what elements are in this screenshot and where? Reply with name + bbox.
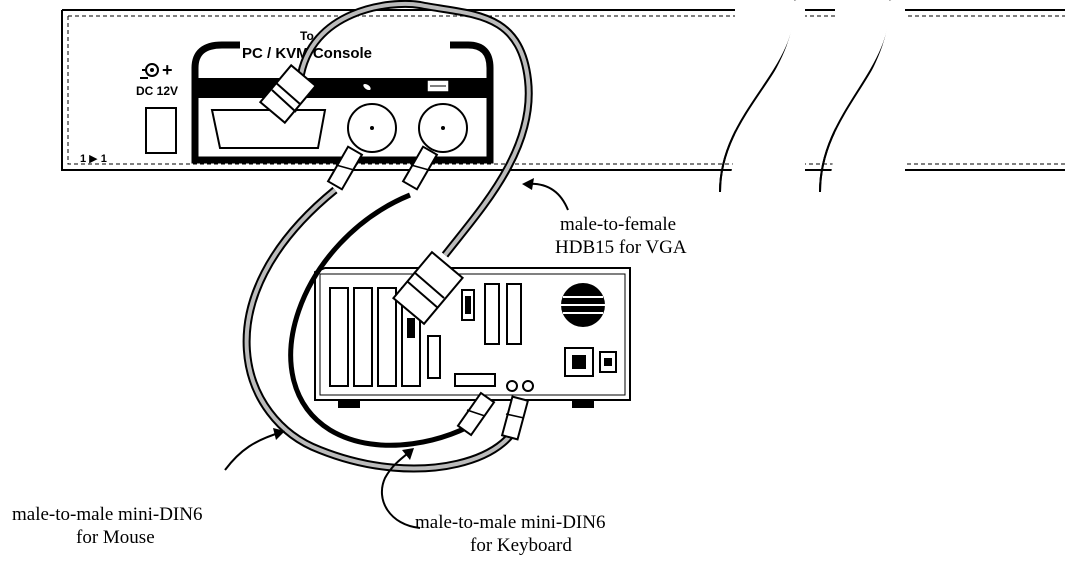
pc-rear-panel <box>314 267 631 408</box>
mouse-cable-label-line2: for Mouse <box>76 527 155 548</box>
mouse-callout-arrow <box>224 428 285 471</box>
power-switch <box>599 351 617 373</box>
parallel-port <box>427 335 441 379</box>
dc-polarity-label: + <box>162 60 173 80</box>
vga-port <box>210 109 327 149</box>
expansion-slot <box>353 287 373 387</box>
vga-connector-kvm-end <box>258 63 318 125</box>
mouse-connector-pc-end <box>456 391 496 437</box>
vga-callout-arrow <box>522 178 569 211</box>
serial-port <box>454 373 496 387</box>
drive-bay <box>484 283 500 345</box>
pc-foot <box>338 400 360 408</box>
dc-power-jack <box>145 107 177 154</box>
fan-grille <box>561 283 605 327</box>
dc-power-icon <box>140 63 159 79</box>
keyboard-icon <box>426 79 450 93</box>
mouse-port <box>347 103 397 153</box>
keyboard-connector-kvm-end <box>401 145 439 191</box>
keyboard-connector-pc-end <box>500 395 530 441</box>
vga-cable-label-line1: male-to-female <box>560 214 676 235</box>
mouse-connector-kvm-end <box>326 145 364 191</box>
keyboard-cable-label-line1: male-to-male mini-DIN6 <box>415 512 605 533</box>
keyboard-cable <box>288 192 482 448</box>
keyboard-cable-label-line2: for Keyboard <box>470 535 572 556</box>
mouse-cable <box>242 186 524 473</box>
keyboard-callout-arrow <box>380 448 421 529</box>
pc-vga-port <box>461 289 475 321</box>
unit-label: 1 ▶ 1 <box>80 153 107 165</box>
mouse-cable-label-line1: male-to-male mini-DIN6 <box>12 504 202 525</box>
dc-power-label: DC 12V <box>136 84 178 98</box>
kvm-rear-panel: + DC 12V 1 ▶ 1 To PC / KVM Console <box>61 0 1065 193</box>
mouse-icon <box>358 82 373 93</box>
drive-bay <box>506 283 522 345</box>
pc-foot <box>572 400 594 408</box>
pc-mouse-port <box>506 380 518 392</box>
expansion-slot <box>377 287 397 387</box>
vga-cable <box>296 0 533 258</box>
pc-keyboard-port <box>522 380 534 392</box>
expansion-slot <box>329 287 349 387</box>
keyboard-port <box>418 103 468 153</box>
vga-cable-label-line2: HDB15 for VGA <box>555 237 687 258</box>
power-socket <box>564 347 594 377</box>
vga-connector-pc-end <box>391 250 465 326</box>
to-label: To <box>300 29 314 43</box>
